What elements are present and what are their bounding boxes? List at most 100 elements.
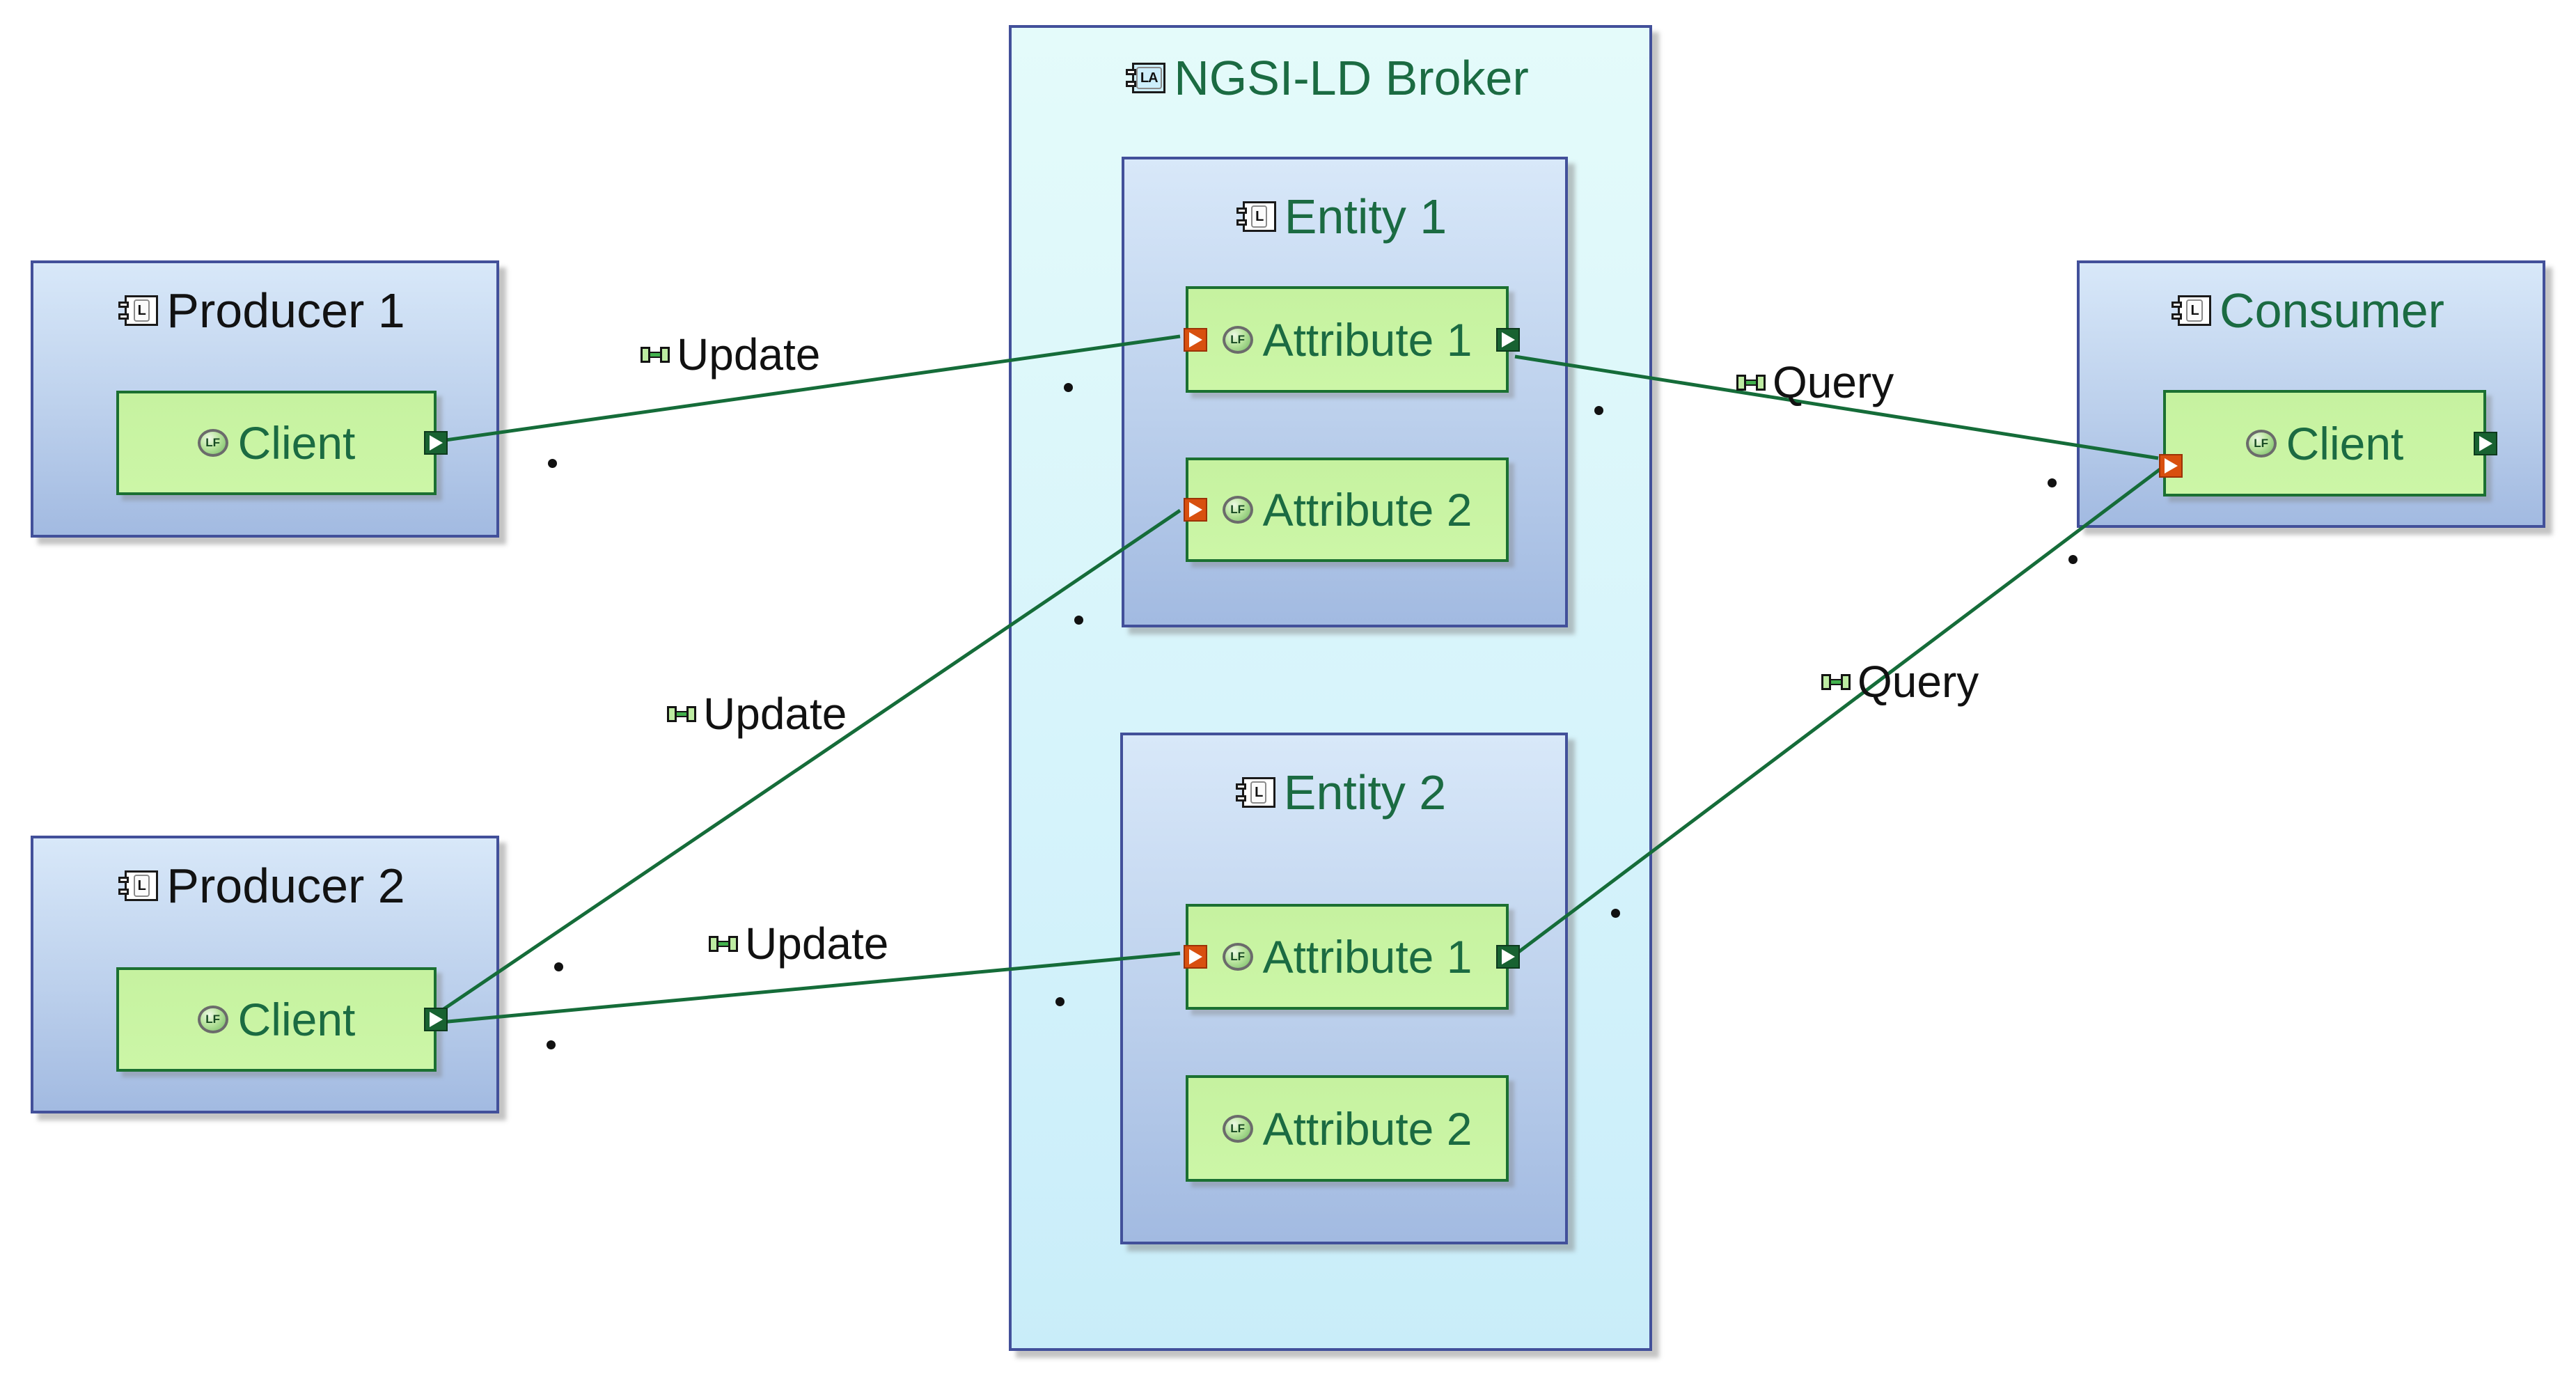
broker-title: NGSI-LD Broker (1174, 51, 1529, 105)
producer2-title-row: L Producer 2 (33, 858, 496, 914)
connector-bar (1830, 678, 1842, 685)
producer1-client-output-port (424, 431, 448, 455)
component-icon: L (118, 870, 159, 901)
connector-bar (675, 710, 688, 717)
entity1-title: Entity 1 (1284, 189, 1447, 244)
entity2-attribute1-box: LF Attribute 1 (1184, 904, 1520, 1010)
consumer-client-box: LF Client (2159, 390, 2497, 497)
connector-square (1756, 374, 1766, 391)
consumer-client-content: LF Client (2166, 393, 2483, 494)
lollipop-interface-icon: LF (197, 1006, 228, 1033)
assembly-connector-icon (709, 935, 738, 952)
connector-update-3 (440, 951, 1181, 1024)
component-icon-tab (118, 889, 129, 895)
anchor-dot (548, 459, 557, 468)
component-icon: L (118, 295, 159, 326)
port-triangle-icon (1501, 331, 1515, 347)
component-icon-tab (118, 877, 129, 883)
port-triangle-icon (1501, 949, 1515, 964)
connector-square (728, 935, 738, 952)
component-icon-letter: L (1251, 205, 1268, 228)
assembly-connector-icon (641, 346, 670, 363)
assembly-connector-icon (1736, 374, 1766, 391)
component-icon-tab (118, 302, 129, 308)
component-icon-tab (1236, 208, 1247, 214)
component-icon-tab (118, 313, 129, 320)
producer1-client-label: Client (237, 417, 356, 469)
entity2-attribute1-input-port (1184, 945, 1207, 969)
component-icon: L (2171, 295, 2212, 326)
entity1-attribute1-label: Attribute 1 (1262, 313, 1472, 366)
port-triangle-icon (429, 435, 443, 451)
entity2-title-row: L Entity 2 (1123, 765, 1565, 820)
assembly-connector-icon (667, 705, 696, 722)
producer1-title-row: L Producer 1 (33, 283, 496, 338)
anchor-dot (2068, 555, 2078, 564)
component-icon: LA (1126, 63, 1166, 93)
component-icon-tab (2171, 313, 2183, 320)
lollipop-interface-icon: LF (1222, 1114, 1253, 1143)
edge-label-text: Update (677, 329, 821, 380)
edge-label-query-2: Query (1821, 656, 1979, 707)
entity1-attribute2-label: Attribute 2 (1262, 484, 1472, 535)
component-icon-tab (1236, 219, 1247, 226)
connector-bar (1745, 379, 1757, 386)
connector-query-2 (1514, 467, 2163, 956)
connector-update-1 (440, 334, 1181, 443)
port-triangle-icon (1188, 949, 1202, 964)
entity1-attribute2-input-port (1184, 498, 1207, 522)
lollipop-interface-icon: LF (2245, 429, 2277, 458)
producer2-box: L Producer 2 LF Client (31, 836, 499, 1113)
entity1-box: L Entity 1 LF Attribute 1 LF Attribute 2 (1122, 157, 1568, 627)
edge-label-update-1: Update (641, 329, 820, 380)
port-triangle-icon (1188, 502, 1202, 517)
entity2-title: Entity 2 (1283, 765, 1447, 820)
entity1-attribute1-output-port (1496, 327, 1520, 352)
anchor-dot (1594, 406, 1603, 415)
consumer-box: L Consumer LF Client (2077, 260, 2545, 528)
component-icon-tab (1235, 795, 1246, 802)
broker-title-row: LA NGSI-LD Broker (1012, 50, 1649, 106)
entity2-attribute1-label: Attribute 1 (1262, 931, 1472, 983)
component-icon-tab (1126, 69, 1137, 75)
component-icon: L (1235, 777, 1275, 808)
anchor-dot (1611, 909, 1620, 918)
component-icon-letter: L (1250, 781, 1267, 804)
producer2-title: Producer 2 (166, 859, 405, 913)
lollipop-interface-icon: LF (197, 429, 228, 457)
producer2-client-box: LF Client (116, 967, 448, 1072)
anchor-dot (1074, 616, 1083, 625)
consumer-title: Consumer (2220, 283, 2444, 338)
entity1-attribute2-box: LF Attribute 2 (1184, 458, 1509, 562)
broker-box: LA NGSI-LD Broker L Entity 1 LF Attribut… (1009, 25, 1652, 1351)
entity2-attribute2-box: LF Attribute 2 (1186, 1075, 1509, 1182)
edge-label-update-2: Update (667, 688, 847, 740)
connector-update-2 (439, 508, 1181, 1013)
edge-label-text: Query (1858, 657, 1979, 707)
producer2-client-label: Client (237, 994, 356, 1045)
port-triangle-icon (2479, 435, 2492, 451)
entity2-box: L Entity 2 LF Attribute 1 LF Attribute 2 (1120, 733, 1568, 1244)
component-icon-letter: LA (1136, 67, 1162, 89)
lollipop-interface-icon: LF (1222, 325, 1253, 354)
anchor-dot (554, 962, 563, 971)
entity1-attribute1-input-port (1184, 327, 1207, 352)
component-icon-letter: L (2186, 299, 2203, 322)
connector-square (686, 705, 696, 722)
anchor-dot (547, 1040, 556, 1049)
producer2-client-content: LF Client (119, 970, 434, 1069)
entity2-attribute2-label: Attribute 2 (1262, 1102, 1472, 1155)
component-icon-tab (1235, 783, 1246, 790)
connector-query-1 (1514, 354, 2159, 460)
connector-bar (649, 351, 661, 358)
lollipop-interface-icon: LF (1222, 496, 1253, 524)
consumer-client-output-port (2474, 431, 2497, 455)
edge-label-text: Query (1773, 357, 1894, 407)
edge-label-update-3: Update (709, 918, 888, 969)
consumer-client-label: Client (2286, 417, 2404, 469)
port-triangle-icon (1188, 331, 1202, 347)
entity1-attribute2-content: LF Attribute 2 (1188, 460, 1506, 559)
anchor-dot (1055, 997, 1065, 1006)
